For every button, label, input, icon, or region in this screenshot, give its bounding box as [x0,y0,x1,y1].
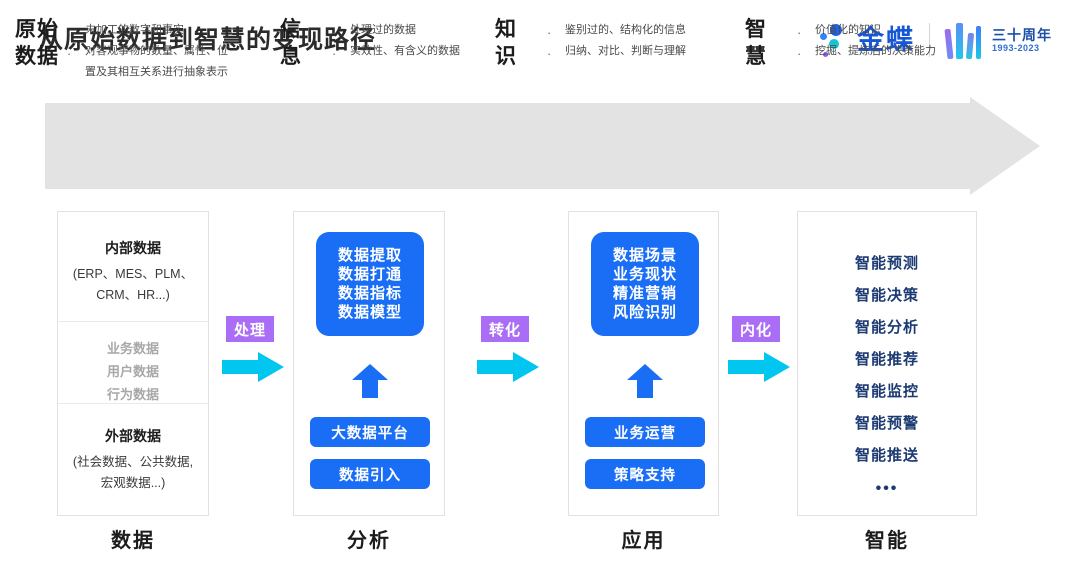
bullet-dot-icon: · [547,25,552,40]
application-capability-card: 数据场景 业务现状 精准营销 风险识别 [591,232,699,336]
column-analysis: 数据提取 数据打通 数据指标 数据模型 大数据平台 数据引入 [293,211,445,516]
column-application: 数据场景 业务现状 精准营销 风险识别 业务运营 策略支持 [568,211,719,516]
connector-transformation: 转化 [474,316,552,387]
right-arrow-icon [222,352,284,382]
anniversary-mark-icon [944,21,984,60]
data-type-item: 业务数据 [106,341,159,356]
data-type-item: 行为数据 [106,386,159,402]
banner-stage-information: 信 息 ·处理过的数据 ·实效性、有含义的数据 [280,17,460,71]
segment-title: 外部数据 [105,428,161,444]
connector-label: 内化 [732,316,780,342]
anniversary-years: 1993-2023 [992,42,1040,53]
logo-divider [929,23,930,57]
stage-bullets: ·未加工的数字和事实 ·对客观事物的数量、属性、位 置及其相互关系进行抽象表示 [67,24,228,79]
banner-stage-wisdom: 智 慧 ·价值化的知识 ·挖掘、提炼后的决策能力 [745,17,936,71]
column-intelligence: 智能预测 智能决策 智能分析 智能推荐 智能监控 智能预警 智能推送 ••• [797,211,977,516]
kingdee-logo: 金蝶 三十周年 1993-2023 [817,18,1052,62]
banner-stage-knowledge: 知 识 ·鉴别过的、结构化的信息 ·归纳、对比、判断与理解 [495,17,686,71]
stage-bullets: ·价值化的知识 ·挖掘、提炼后的决策能力 [797,17,936,64]
segment-subtitle: (社会数据、公共数据, 宏观数据...) [72,455,194,490]
bullet-dot-icon: · [797,25,802,40]
bullet-dot-icon: · [332,46,337,62]
segment-external-data: 外部数据 (社会数据、公共数据, 宏观数据...) [58,403,208,516]
intelligence-list: 智能预测 智能决策 智能分析 智能推荐 智能监控 智能预警 智能推送 ••• [798,256,976,498]
logo-dots-icon [817,20,851,60]
stage-bullets: ·鉴别过的、结构化的信息 ·归纳、对比、判断与理解 [547,17,686,64]
connector-label: 处理 [226,316,274,342]
dikw-banner-arrow [45,97,1040,195]
segment-data-types: 业务数据 用户数据 行为数据 [58,321,208,403]
column-data: 内部数据 (ERP、MES、PLM、 CRM、HR...) 业务数据 用户数据 … [57,211,209,516]
column-label-intelligence: 智能 [865,530,909,552]
bullet-dot-spacer [67,64,85,65]
list-ellipsis: ••• [875,480,899,497]
logo-brand-name: 金蝶 [857,24,915,55]
list-item: 智能决策 [854,287,919,304]
bullet-dot-icon: · [797,46,802,62]
connector-internalization: 内化 [725,316,803,387]
column-label-application: 应用 [621,530,666,552]
up-arrow-icon [352,364,388,398]
data-type-item: 用户数据 [106,363,159,379]
stage-name: 知 识 [495,18,517,68]
column-label-analysis: 分析 [347,530,391,552]
analysis-pill-ingestion[interactable]: 数据引入 [310,459,430,489]
list-item: 智能分析 [854,319,919,336]
list-item: 智能推送 [854,447,919,464]
right-arrow-icon [477,352,539,382]
application-pill-strategy[interactable]: 策略支持 [585,459,705,489]
stage-bullets: ·处理过的数据 ·实效性、有含义的数据 [332,17,460,64]
connector-label: 转化 [481,316,529,342]
stage-name: 智 慧 [745,18,767,68]
connector-processing: 处理 [219,316,297,387]
list-item: 智能预测 [854,255,919,272]
bullet-dot-icon: · [67,46,72,62]
right-arrow-icon [728,352,790,382]
up-arrow-icon [627,364,663,398]
banner-stage-raw-data: 原始 数据 ·未加工的数字和事实 ·对客观事物的数量、属性、位 置及其相互关系进… [15,17,228,81]
stage-name: 信 息 [280,18,302,68]
segment-title: 内部数据 [105,240,161,256]
list-item: 智能推荐 [854,351,919,368]
anniversary-text: 三十周年 1993-2023 [992,27,1052,53]
stage-name: 原始 数据 [15,18,59,68]
page-title: 从原始数据到智慧的变现路径 [38,26,377,54]
analysis-pill-platform[interactable]: 大数据平台 [310,417,430,447]
bullet-dot-icon: · [547,46,552,62]
analysis-capability-card: 数据提取 数据打通 数据指标 数据模型 [316,232,424,336]
bullet-dot-icon: · [332,25,337,40]
list-item: 智能预警 [854,415,919,432]
application-pill-operations[interactable]: 业务运营 [585,417,705,447]
anniversary-label: 三十周年 [992,26,1052,43]
segment-internal-data: 内部数据 (ERP、MES、PLM、 CRM、HR...) [58,212,208,321]
segment-subtitle: (ERP、MES、PLM、 CRM、HR...) [72,267,194,302]
bullet-dot-icon: · [67,25,72,40]
list-item: 智能监控 [854,383,919,400]
column-label-data: 数据 [111,530,155,552]
